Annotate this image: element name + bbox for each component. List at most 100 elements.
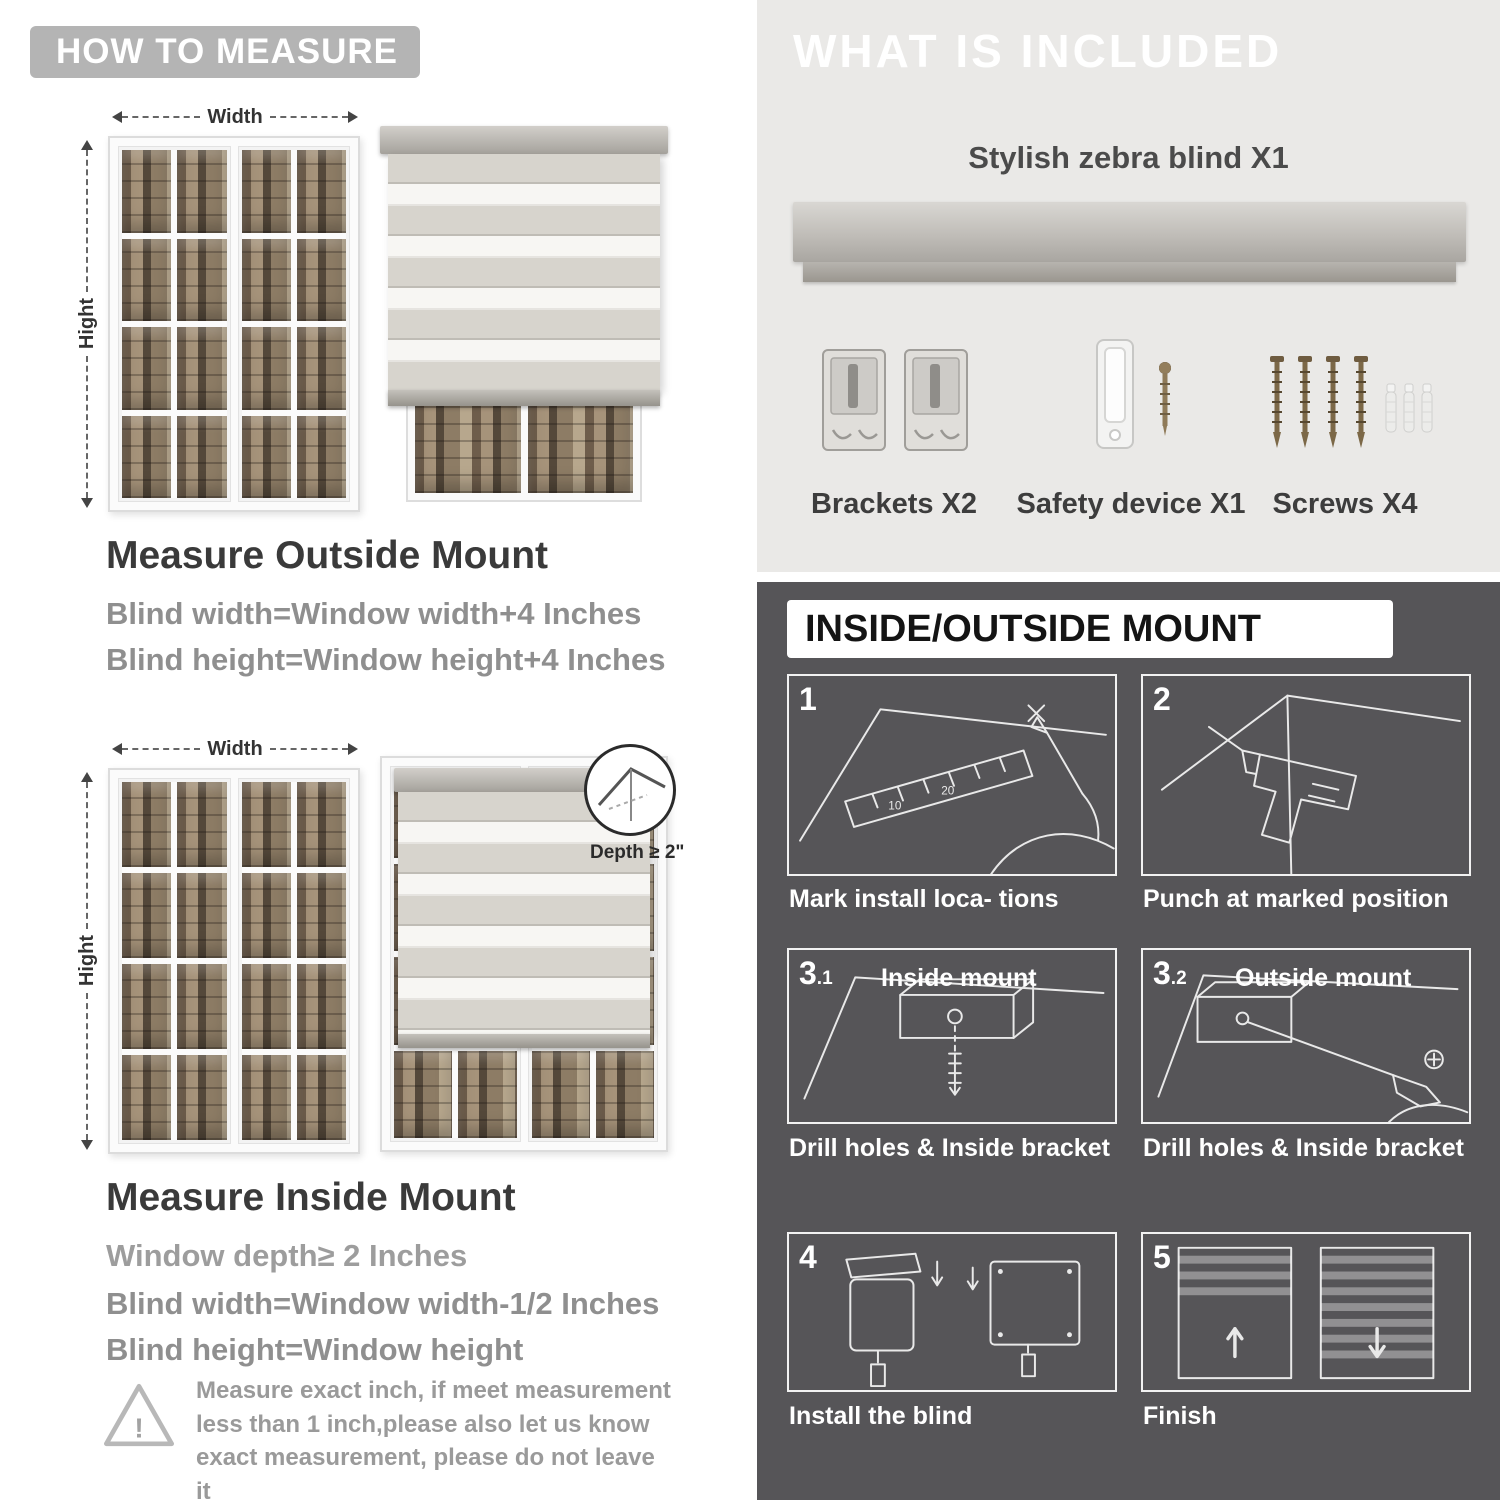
step-caption-2: Punch at marked position xyxy=(1143,885,1449,913)
arrow-down-icon xyxy=(81,498,93,508)
step-panel-5: 5 xyxy=(1141,1232,1471,1392)
warning-icon: ! xyxy=(104,1383,175,1447)
step-number: 3 xyxy=(799,955,817,991)
window-pane xyxy=(177,873,227,958)
arrow-left-icon xyxy=(112,743,122,755)
height-label: Hight xyxy=(75,935,98,987)
install-blind-art xyxy=(845,1252,1081,1388)
outside-mount-heading: Measure Outside Mount xyxy=(106,534,549,577)
window-pane xyxy=(241,415,291,498)
width-dimension-arrow: Width xyxy=(112,105,359,128)
window-pane xyxy=(595,1050,654,1138)
arrow-up-icon xyxy=(81,772,93,782)
step-number: 5 xyxy=(1153,1239,1171,1275)
zebra-blind xyxy=(380,126,668,406)
arrow-right-icon xyxy=(348,111,359,123)
step-number: 2 xyxy=(1153,681,1171,717)
screws-label: Screws X4 xyxy=(1272,488,1418,520)
blind-item-label: Stylish zebra blind X1 xyxy=(968,140,1289,175)
blind-stripes xyxy=(388,154,660,390)
window-pane xyxy=(394,1050,453,1138)
arrow-up-icon xyxy=(81,140,93,150)
step-caption-4: Install the blind xyxy=(789,1402,973,1430)
height-label: Hight xyxy=(75,298,98,350)
step-panel-3-1: 3.1 Inside mount xyxy=(787,948,1117,1124)
window-pane xyxy=(122,415,172,498)
mount-type-tag: Inside mount xyxy=(881,964,1037,992)
window-pane xyxy=(241,964,291,1049)
svg-text:!: ! xyxy=(134,1413,143,1444)
outside-bracket-art xyxy=(1157,974,1469,1122)
window-pane xyxy=(296,964,346,1049)
how-to-measure-header: HOW TO MEASURE xyxy=(30,26,420,78)
window-pane xyxy=(177,238,227,321)
inside-rule-width: Blind width=Window width-1/2 Inches xyxy=(106,1286,660,1321)
svg-text:10: 10 xyxy=(888,799,902,812)
window-illustration-inside xyxy=(108,768,360,1154)
blind-bottom-rail xyxy=(388,390,660,406)
step-caption-5: Finish xyxy=(1143,1402,1217,1430)
outside-rule-height: Blind height=Window height+4 Inches xyxy=(106,642,666,677)
step-panel-4: 4 xyxy=(787,1232,1117,1392)
window-pane xyxy=(296,1055,346,1140)
window-sash xyxy=(237,146,350,502)
window-pane xyxy=(241,1055,291,1140)
window-pane xyxy=(177,782,227,867)
depth-label: Depth ≥ 2" xyxy=(590,842,685,863)
width-dimension-arrow: Width xyxy=(112,737,359,760)
window-pane xyxy=(122,238,172,321)
window-pane xyxy=(177,415,227,498)
step-caption-3-2: Drill holes & Inside bracket xyxy=(1143,1134,1464,1162)
safety-device-icon xyxy=(1096,339,1171,449)
window-pane xyxy=(531,1050,590,1138)
mount-section-header: INSIDE/OUTSIDE MOUNT xyxy=(787,600,1393,658)
inside-rule-height: Blind height=Window height xyxy=(106,1332,524,1367)
blind-headrail xyxy=(380,126,668,154)
window-pane xyxy=(241,327,291,410)
what-is-included-header: WHAT IS INCLUDED xyxy=(793,25,1283,77)
step-caption-3-1: Drill holes & Inside bracket xyxy=(789,1134,1110,1162)
height-dimension-arrow: Hight xyxy=(74,772,100,1150)
window-pane xyxy=(296,873,346,958)
window-pane xyxy=(122,782,172,867)
height-dimension-arrow: Hight xyxy=(74,140,100,508)
drill-art xyxy=(1160,694,1461,874)
mount-type-tag: Outside mount xyxy=(1235,964,1412,992)
outside-rule-width: Blind width=Window width+4 Inches xyxy=(106,596,642,631)
arrow-right-icon xyxy=(348,743,359,755)
brackets-icon xyxy=(822,349,968,451)
zebra-blind-outside-illustration xyxy=(380,126,668,504)
window-pane xyxy=(296,150,346,233)
step-number: 4 xyxy=(799,1239,817,1275)
window-pane xyxy=(241,150,291,233)
window-sash xyxy=(118,146,231,502)
width-label: Width xyxy=(207,105,263,128)
window-pane xyxy=(241,238,291,321)
inside-rule-depth: Window depth≥ 2 Inches xyxy=(106,1238,468,1273)
blind-stripes xyxy=(398,792,650,1034)
window-pane xyxy=(296,415,346,498)
window-pane xyxy=(296,327,346,410)
svg-text:20: 20 xyxy=(941,785,955,798)
inside-bracket-art xyxy=(803,976,1105,1100)
width-label: Width xyxy=(207,737,263,760)
window-pane xyxy=(122,964,172,1049)
mark-locations-art: 10 20 xyxy=(799,704,1115,874)
window-pane xyxy=(177,964,227,1049)
finish-art xyxy=(1177,1246,1435,1380)
blind-headrail-graphic xyxy=(793,202,1466,282)
arrow-down-icon xyxy=(81,1140,93,1150)
screws-icon xyxy=(1270,356,1433,448)
window-pane xyxy=(122,873,172,958)
brackets-label: Brackets X2 xyxy=(810,488,978,520)
window-sash xyxy=(118,778,231,1144)
inside-outside-mount-section: INSIDE/OUTSIDE MOUNT 1 10 20 2 xyxy=(757,582,1500,1500)
window-pane xyxy=(458,1050,517,1138)
inside-mount-heading: Measure Inside Mount xyxy=(106,1176,516,1219)
step-number: 1 xyxy=(799,681,817,717)
window-pane xyxy=(122,327,172,410)
window-pane xyxy=(241,873,291,958)
window-pane xyxy=(296,782,346,867)
step-panel-2: 2 xyxy=(1141,674,1471,876)
